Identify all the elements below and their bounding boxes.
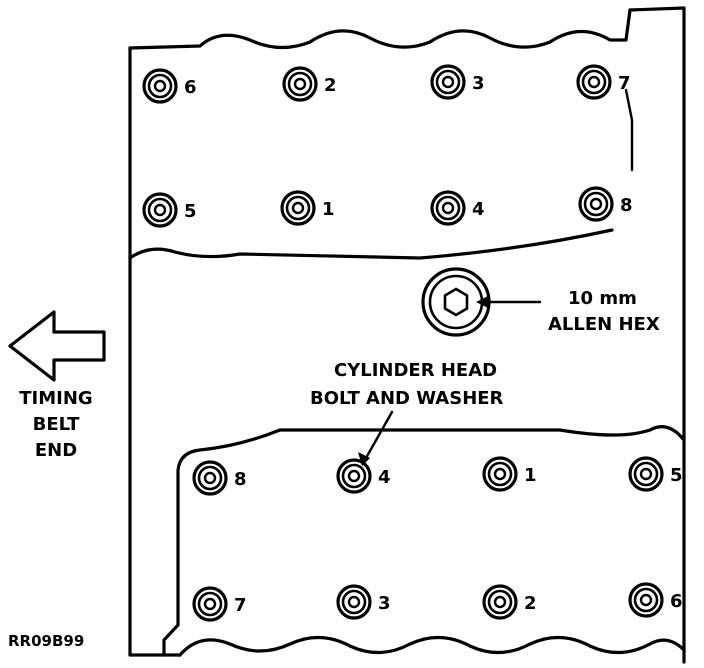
- lower-cover-outline: [162, 425, 686, 657]
- lower-bolt-7: 2: [482, 584, 537, 620]
- head-block-outline: [128, 46, 182, 657]
- hex-socket: [443, 287, 469, 317]
- figure-reference: RR09B99: [8, 632, 84, 650]
- lower-bolt-number-6: 3: [378, 593, 391, 614]
- lower-bolt-number-3: 1: [524, 465, 537, 486]
- lower-bolt-2: 4: [336, 458, 391, 494]
- timing-belt-arrow-icon: [8, 310, 106, 382]
- upper-bolt-number-5: 5: [184, 201, 197, 222]
- lower-bolt-number-7: 2: [524, 593, 537, 614]
- lower-bolt-6: 3: [336, 584, 391, 620]
- lower-bolt-4: 5: [628, 456, 683, 492]
- upper-bolt-7: 4: [430, 190, 485, 226]
- upper-right-separator: [624, 88, 634, 172]
- upper-bolt-number-3: 3: [472, 73, 485, 94]
- lower-bolt-5: 7: [192, 586, 247, 622]
- lower-cover-bottom-edge: [178, 635, 686, 657]
- allen-hex-size-label: 10 mm: [568, 288, 637, 309]
- lower-bolt-1: 8: [192, 460, 247, 496]
- upper-bolt-6: 1: [280, 190, 335, 226]
- bolt-washer-label-line1: CYLINDER HEAD: [334, 360, 497, 381]
- lower-bolt-number-8: 6: [670, 591, 683, 612]
- upper-bolt-1: 6: [142, 68, 197, 104]
- lower-bolt-number-1: 8: [234, 469, 247, 490]
- upper-bolt-number-8: 8: [620, 195, 633, 216]
- lower-bolt-number-4: 5: [670, 465, 683, 486]
- upper-bolt-number-2: 2: [324, 75, 337, 96]
- lower-bolt-number-5: 7: [234, 595, 247, 616]
- upper-bolt-number-6: 1: [322, 199, 335, 220]
- timing-label-line3: END: [35, 440, 77, 461]
- head-block-top-edge: [128, 8, 632, 50]
- lower-bolt-number-2: 4: [378, 467, 391, 488]
- upper-bolt-group: 6 2 3 7 5 1 4 8: [142, 64, 633, 228]
- bolt-washer-leader: [364, 410, 394, 460]
- upper-bolt-3: 3: [430, 64, 485, 100]
- head-block-right-edge: [628, 6, 686, 664]
- bolt-washer-label-line2: BOLT AND WASHER: [310, 388, 504, 409]
- allen-hex-type-label: ALLEN HEX: [548, 314, 660, 335]
- upper-bolt-2: 2: [282, 66, 337, 102]
- upper-bolt-4: 7: [576, 64, 631, 100]
- lower-bolt-group: 8 4 1 5 7 3 2 6: [192, 456, 683, 622]
- upper-bolt-number-1: 6: [184, 77, 197, 98]
- upper-bolt-number-4: 7: [618, 73, 631, 94]
- allen-hex-leader-arrow: [476, 296, 488, 308]
- timing-label-line2: BELT: [33, 414, 81, 435]
- lower-bolt-8: 6: [628, 582, 683, 618]
- lower-bolt-3: 1: [482, 456, 537, 492]
- upper-bolt-number-7: 4: [472, 199, 485, 220]
- upper-cover-lower-edge: [128, 228, 614, 260]
- upper-bolt-8: 8: [578, 186, 633, 222]
- upper-bolt-5: 5: [142, 192, 197, 228]
- timing-label-line1: TIMING: [19, 388, 92, 409]
